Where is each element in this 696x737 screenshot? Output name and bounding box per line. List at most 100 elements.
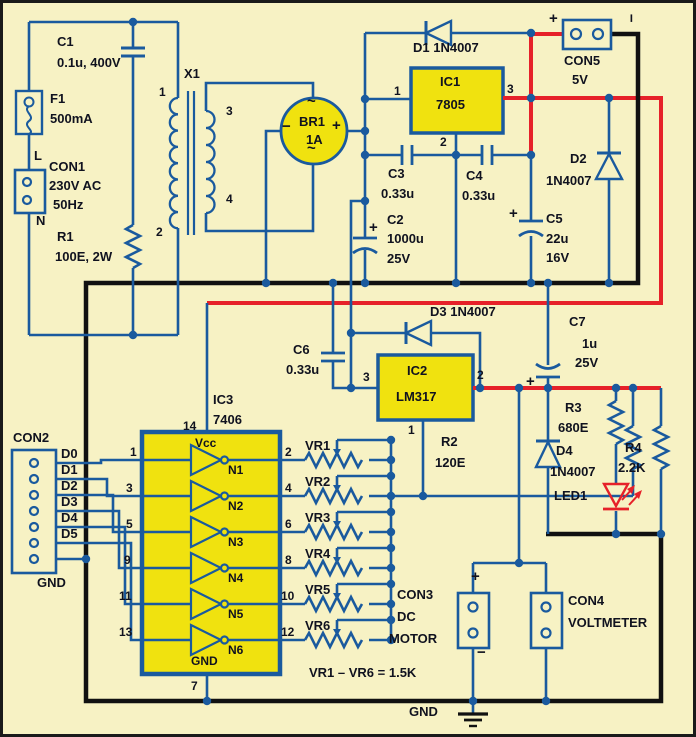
label-ic3-out4: 4 bbox=[285, 481, 292, 495]
label-r2-value: 120E bbox=[435, 455, 466, 470]
con1-connector bbox=[13, 168, 47, 215]
label-f1: F1 bbox=[50, 91, 66, 106]
label-r1-value: 100E, 2W bbox=[55, 249, 113, 264]
label-x1-pin2: 2 bbox=[156, 225, 163, 239]
label-ic3-out6: 6 bbox=[285, 517, 292, 531]
ground-symbol bbox=[458, 712, 488, 728]
label-ic3-out8: 8 bbox=[285, 553, 292, 567]
label-x1-pin3: 3 bbox=[226, 104, 233, 118]
label-c2-volt: 25V bbox=[387, 251, 411, 266]
vr3-resistor bbox=[303, 522, 364, 542]
label-con2-gnd: GND bbox=[37, 575, 66, 590]
label-con3: CON3 bbox=[397, 587, 434, 602]
label-con2-d4: D4 bbox=[61, 510, 78, 525]
label-r4: R4 bbox=[625, 440, 642, 455]
label-con1-freq: 50Hz bbox=[53, 197, 84, 212]
label-ic3-in11: 11 bbox=[119, 589, 132, 603]
label-r3-value: 680E bbox=[558, 420, 589, 435]
label-r2: R2 bbox=[441, 434, 458, 449]
label-ic3-in5: 5 bbox=[126, 517, 133, 531]
label-con3-line2: MOTOR bbox=[389, 631, 438, 646]
label-d4-value: 1N4007 bbox=[550, 464, 596, 479]
con3-connector bbox=[456, 591, 491, 650]
label-c1: C1 bbox=[57, 34, 74, 49]
c7-capacitor bbox=[535, 362, 561, 379]
vr6-resistor bbox=[303, 630, 364, 650]
label-con2-d0: D0 bbox=[61, 446, 78, 461]
label-ic1-pin1: 1 bbox=[394, 84, 401, 98]
br1-ac-top-mark: ~ bbox=[307, 93, 316, 110]
label-con2-d2: D2 bbox=[61, 478, 78, 493]
label-br1: BR1 bbox=[299, 114, 326, 129]
label-vr-note: VR1 – VR6 = 1.5K bbox=[309, 665, 417, 680]
label-br1-value: 1A bbox=[306, 132, 323, 147]
vr5-resistor bbox=[303, 594, 364, 614]
ic2-body bbox=[376, 353, 475, 422]
label-con2-d3: D3 bbox=[61, 494, 78, 509]
vr-wiper-arrows bbox=[333, 449, 341, 636]
label-ic3-in9: 9 bbox=[124, 553, 131, 567]
label-d3: D3 1N4007 bbox=[430, 304, 496, 319]
label-d2-value: 1N4007 bbox=[546, 173, 592, 188]
label-c3: C3 bbox=[388, 166, 405, 181]
label-ic3-in3: 3 bbox=[126, 481, 133, 495]
label-r1: R1 bbox=[57, 229, 74, 244]
label-con1: CON1 bbox=[49, 159, 86, 174]
d4-diode bbox=[534, 439, 562, 469]
label-r4-value: 2.2K bbox=[618, 460, 646, 475]
label-ic3-in13: 13 bbox=[119, 625, 133, 639]
label-c5: C5 bbox=[546, 211, 563, 226]
label-con5-value: 5V bbox=[572, 72, 588, 87]
junction-dots bbox=[81, 17, 666, 706]
br1-minus-mark: − bbox=[282, 118, 291, 135]
label-ic1-pin2: 2 bbox=[440, 135, 447, 149]
c3-capacitor bbox=[400, 145, 414, 165]
label-ic3-pin7: 7 bbox=[191, 679, 198, 693]
con5-minus-mark: − bbox=[622, 13, 640, 23]
ic-bodies bbox=[139, 66, 505, 677]
label-ic3: IC3 bbox=[213, 392, 234, 407]
label-con4: CON4 bbox=[568, 593, 605, 608]
label-c2: C2 bbox=[387, 212, 404, 227]
d1-diode bbox=[423, 19, 453, 47]
label-c4-value: 0.33u bbox=[462, 188, 496, 203]
con4-connector bbox=[529, 591, 564, 650]
c7-plus-mark: + bbox=[526, 373, 535, 390]
label-ic3-pin14: 14 bbox=[183, 419, 197, 433]
diodes bbox=[403, 19, 642, 511]
label-c1-value: 0.1u, 400V bbox=[57, 55, 121, 70]
con3-minus-mark: − bbox=[477, 644, 486, 661]
label-con1-live: L bbox=[34, 148, 42, 163]
label-vr3: VR3 bbox=[305, 510, 331, 525]
transformer-x1 bbox=[168, 91, 216, 235]
label-ic2-pin3: 3 bbox=[363, 370, 370, 384]
label-con3-line1: DC bbox=[397, 609, 416, 624]
d3-diode bbox=[403, 319, 433, 347]
resistors bbox=[123, 223, 671, 650]
label-d2: D2 bbox=[570, 151, 587, 166]
label-ic2-part: LM317 bbox=[396, 389, 437, 404]
label-x1-pin4: 4 bbox=[226, 192, 233, 206]
label-ic1-pin3: 3 bbox=[507, 82, 514, 96]
label-vr5: VR5 bbox=[305, 582, 331, 597]
con5-plus-mark: + bbox=[549, 10, 558, 27]
ground-rails bbox=[83, 31, 664, 704]
connectors bbox=[10, 18, 613, 650]
c2-capacitor bbox=[352, 236, 378, 255]
label-gnd: GND bbox=[409, 704, 438, 719]
label-ic3-in1: 1 bbox=[130, 445, 137, 459]
c4-capacitor bbox=[480, 145, 494, 165]
label-c6: C6 bbox=[293, 342, 310, 357]
br1-ac-bottom-mark: ~ bbox=[307, 140, 316, 157]
label-con4-type: VOLTMETER bbox=[568, 615, 648, 630]
label-gate-n1: N1 bbox=[228, 463, 244, 477]
label-r3: R3 bbox=[565, 400, 582, 415]
label-c7-volt: 25V bbox=[575, 355, 599, 370]
c2-plus-mark: + bbox=[369, 219, 378, 236]
br1-plus-mark: + bbox=[332, 117, 341, 134]
label-x1-pin1: 1 bbox=[159, 85, 166, 99]
label-c7: C7 bbox=[569, 314, 586, 329]
led1-diode bbox=[601, 482, 642, 511]
label-c7-value: 1u bbox=[582, 336, 598, 351]
label-con1-value: 230V AC bbox=[49, 178, 102, 193]
